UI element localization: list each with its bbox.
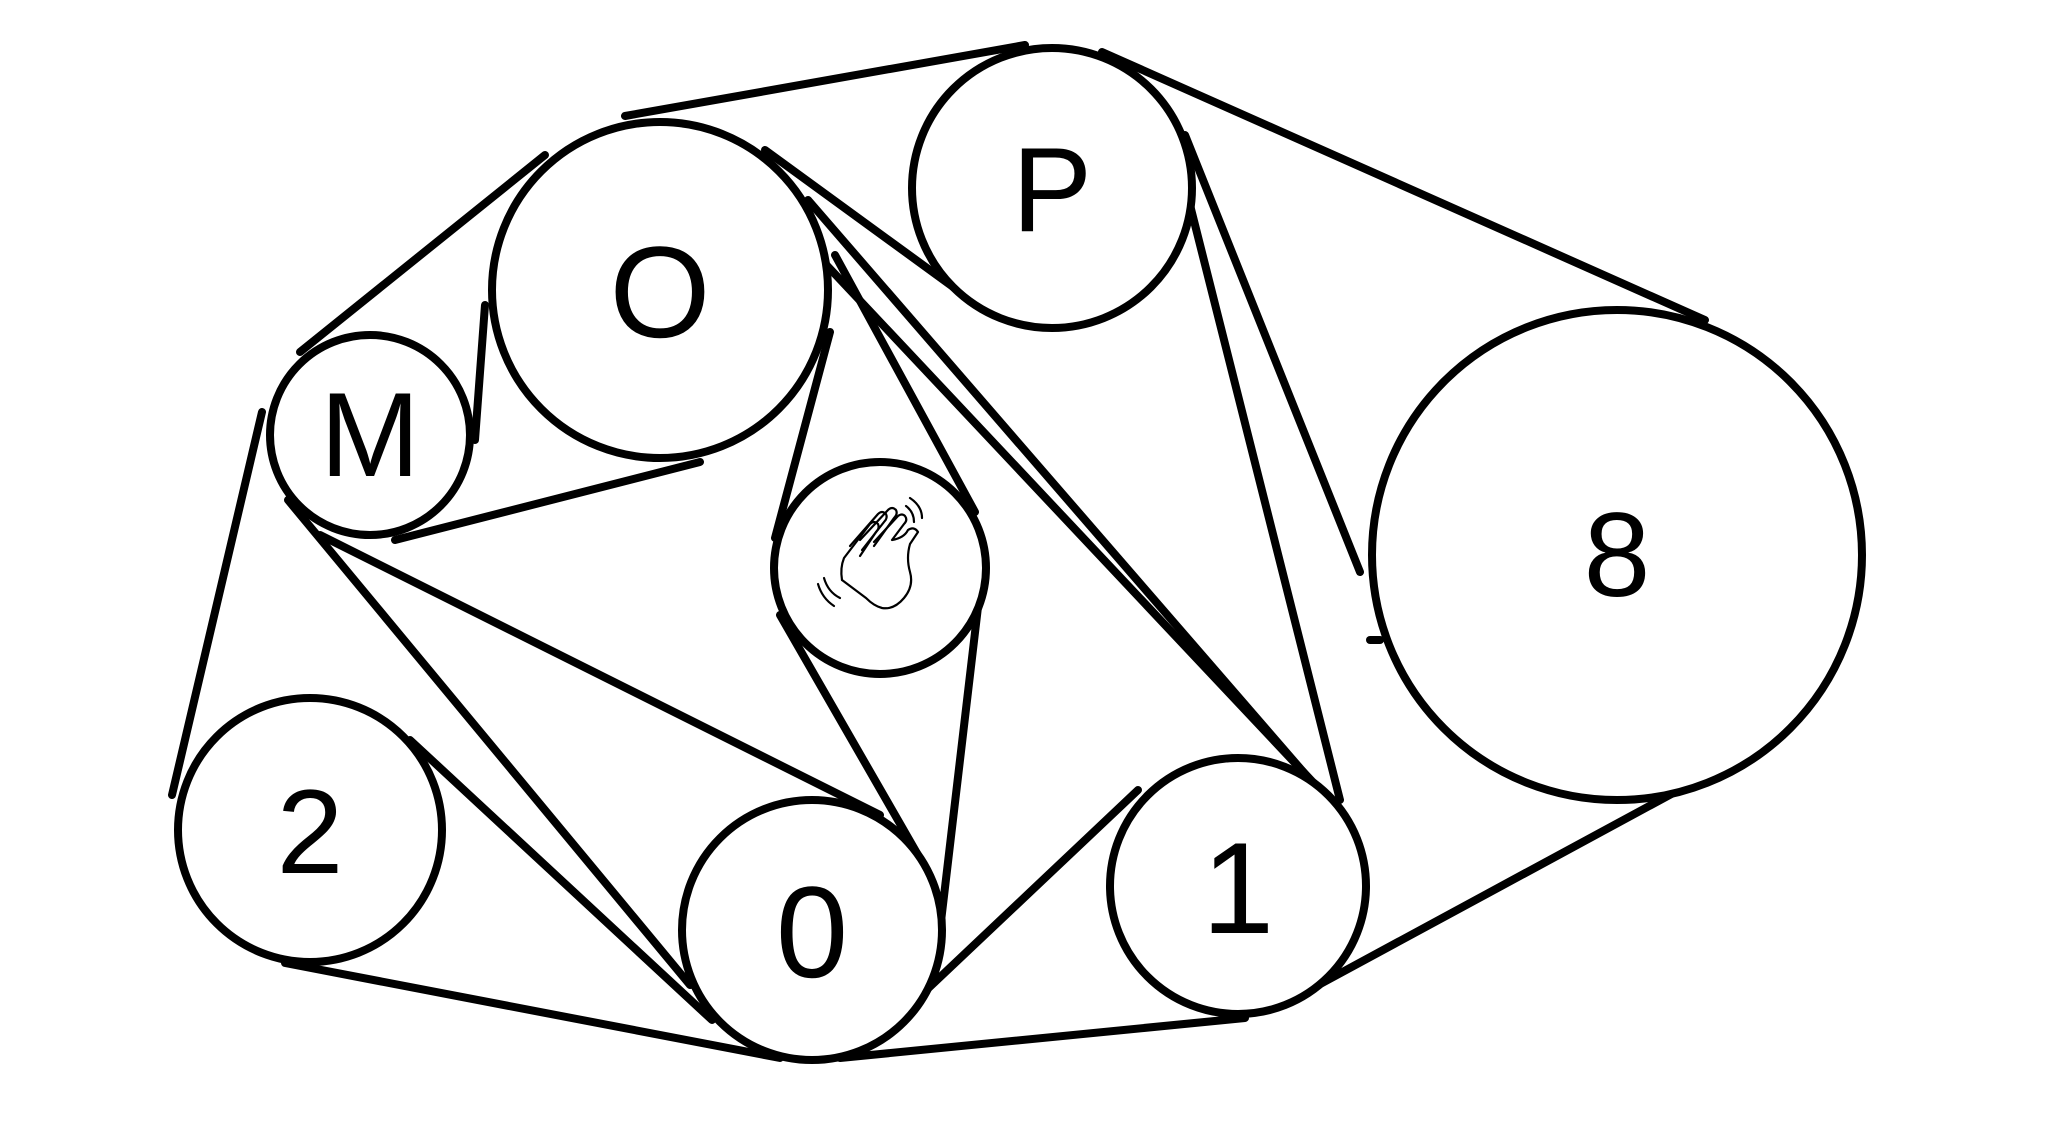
pulley-2: 2 [174, 694, 446, 966]
pulley-label: 2 [277, 765, 344, 899]
pulley-label: O [609, 219, 710, 365]
belt-line [284, 496, 694, 989]
pulley-hand [770, 458, 990, 678]
belt-line [316, 531, 884, 819]
pulley-1: 1 [1106, 754, 1370, 1018]
belt-lines [168, 41, 1729, 1062]
belt-line [831, 251, 979, 516]
belt-line [281, 959, 784, 1062]
pulley-label: M [320, 368, 420, 502]
belt-line [296, 151, 549, 356]
belt-line [391, 458, 704, 544]
belt-line [771, 328, 834, 542]
belt-line [1181, 131, 1364, 576]
belt-line [936, 569, 986, 934]
belt-line [1296, 761, 1729, 999]
belt-line [471, 301, 489, 444]
pulley-8: 8 [1368, 306, 1866, 804]
pulley-label: 8 [1584, 488, 1651, 622]
belt-line [168, 408, 266, 799]
belt-line [621, 41, 1029, 120]
pulley-0: 0 [678, 796, 946, 1064]
pulley-P: P [908, 44, 1196, 332]
pulleys: P O M 8 [174, 44, 1866, 1064]
pulley-O: O [488, 118, 832, 462]
belt-line [836, 1014, 1249, 1062]
pulley-label: 1 [1202, 815, 1274, 961]
belt-line [406, 736, 716, 1024]
waving-hand-icon [816, 496, 924, 610]
belt-line [776, 611, 922, 859]
belt-line [1098, 48, 1709, 324]
belt-line [761, 146, 964, 296]
belt-line [896, 786, 1142, 1019]
pulley-M: M [266, 331, 474, 539]
belt-line [1186, 201, 1344, 804]
pulley-label: 0 [776, 859, 848, 1005]
pulley-label: P [1012, 123, 1092, 257]
